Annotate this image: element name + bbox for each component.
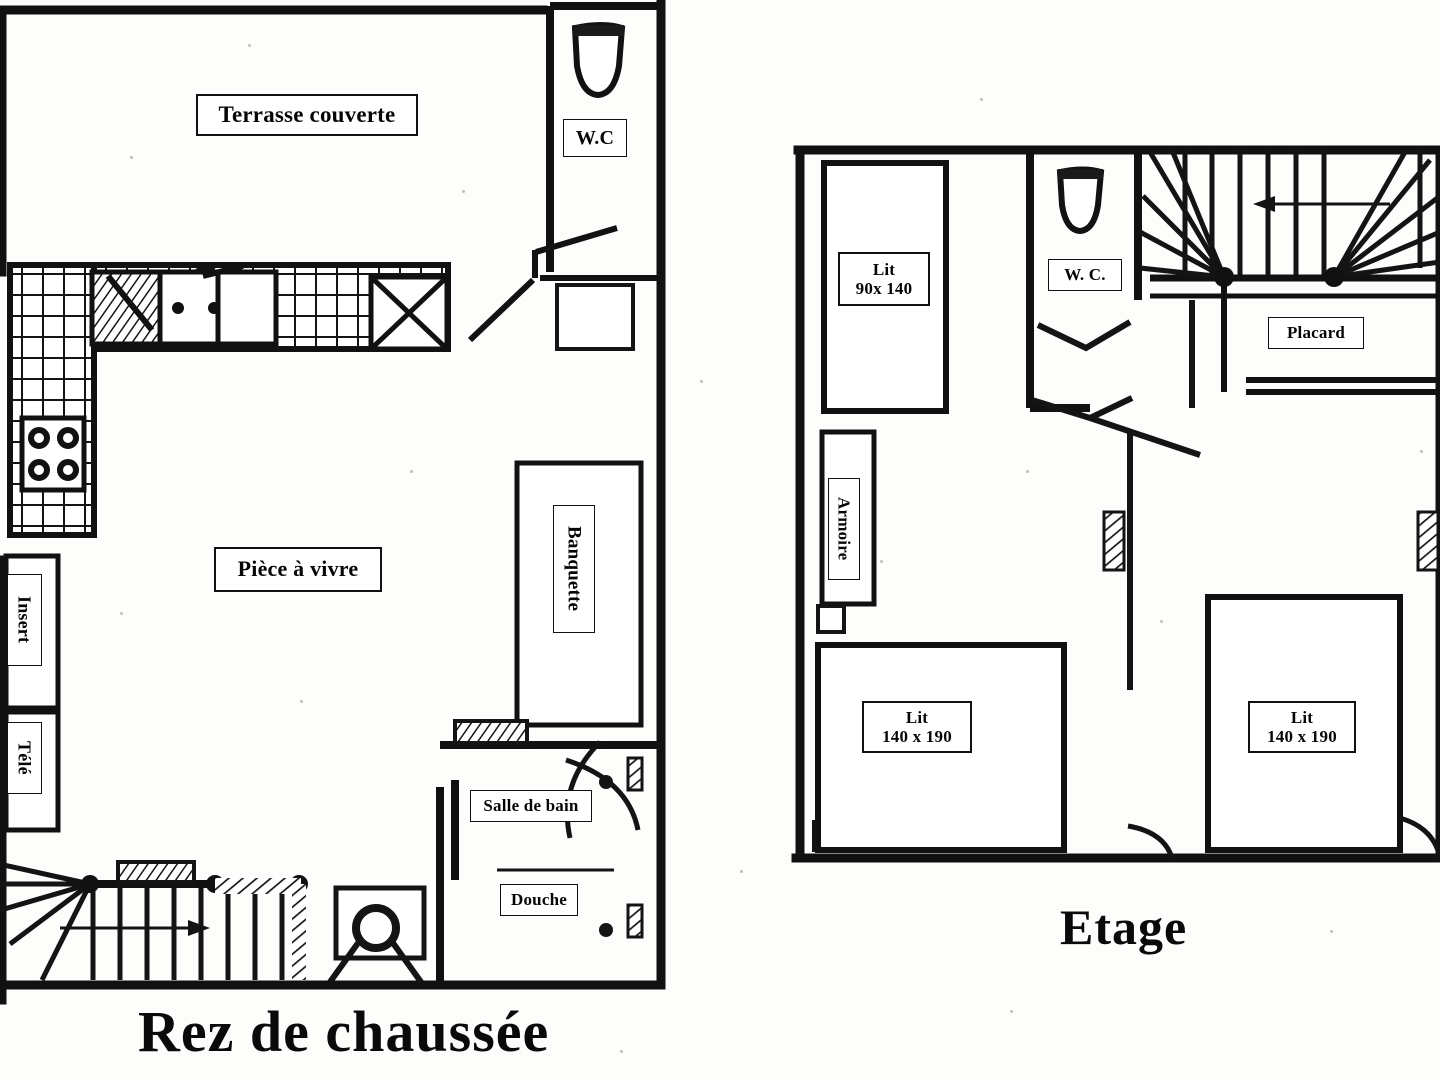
entrance-mat — [555, 283, 635, 351]
furniture-label-banquette: Banquette — [553, 505, 595, 633]
room-label-text: Terrasse couverte — [218, 102, 396, 128]
cooktop-drainer-icon — [89, 269, 167, 347]
ground-floor-wc-room — [546, 2, 661, 272]
furniture-label-line1: Lit — [872, 259, 896, 279]
furniture-label-text: Insert — [14, 596, 35, 644]
appliance-crossed-icon — [368, 274, 450, 352]
scan-grain — [1330, 930, 1333, 933]
furniture-label-armoire: Armoire — [828, 478, 860, 580]
scan-grain — [300, 700, 303, 703]
scan-grain — [740, 870, 743, 873]
scan-grain — [1420, 450, 1423, 453]
upper-floor-lower-doors — [1127, 815, 1440, 859]
kitchen-sink-icon — [157, 263, 279, 347]
washbasin-icon — [327, 885, 427, 984]
upper-floor-walls — [791, 145, 1440, 863]
room-label-placard: Placard — [1268, 317, 1364, 349]
room-label-text: W.C — [575, 126, 615, 149]
cooktop-four-burner-icon — [19, 415, 87, 493]
furniture-label-insert: Insert — [8, 574, 42, 666]
room-label-text: Salle de bain — [483, 796, 579, 816]
room-label-wc-ground: W.C — [563, 119, 627, 157]
bathtub-arc — [564, 740, 641, 839]
room-label-text: W. C. — [1064, 265, 1106, 285]
room-label-douche: Douche — [500, 884, 578, 916]
upper-floor-doors — [1031, 300, 1201, 690]
scan-grain — [462, 190, 465, 193]
bathroom-door-hinges — [599, 756, 644, 939]
ground-floor-walls — [0, 0, 666, 1005]
furniture-label-bed-single: Lit 90x 140 — [838, 252, 930, 306]
room-label-wc-upper: W. C. — [1048, 259, 1122, 291]
furniture-label-bed-double-right: Lit 140 x 190 — [1248, 701, 1356, 753]
kitchen-counter — [7, 262, 451, 538]
scan-grain — [410, 470, 413, 473]
furniture-label-line1: Lit — [905, 707, 929, 727]
room-label-text: Douche — [511, 890, 567, 910]
furniture-label-line2: 90x 140 — [855, 279, 913, 298]
upper-floor-title: Etage — [1060, 899, 1188, 955]
scan-grain — [130, 156, 133, 159]
scan-grain — [700, 380, 703, 383]
toilet-icon — [571, 22, 626, 99]
furniture-label-text: Télé — [14, 741, 35, 775]
staircase-winder-icon — [1138, 149, 1440, 299]
scan-grain — [880, 560, 883, 563]
furniture-label-tele: Télé — [8, 722, 42, 794]
scan-grain — [248, 44, 251, 47]
room-label-text: Pièce à vivre — [237, 556, 359, 582]
room-label-text: Placard — [1286, 323, 1346, 343]
furniture-label-text: Armoire — [834, 497, 854, 561]
furniture-label-bed-double-left: Lit 140 x 190 — [862, 701, 972, 753]
ground-floor-title: Rez de chaussée — [138, 999, 550, 1064]
placard-walls — [1221, 270, 1440, 395]
bed-double-right-frame — [1205, 594, 1403, 853]
furniture-label-line2: 140 x 190 — [882, 727, 952, 746]
scan-grain — [620, 1050, 623, 1053]
room-label-terrasse-couverte: Terrasse couverte — [196, 94, 418, 136]
scan-grain — [1160, 620, 1163, 623]
staircase-icon — [0, 860, 308, 982]
upper-right-window — [1416, 510, 1440, 572]
furniture-label-line2: 140 x 190 — [1267, 727, 1337, 746]
furniture-label-text: Banquette — [563, 526, 585, 612]
room-label-piece-a-vivre: Pièce à vivre — [214, 547, 382, 592]
scan-grain — [1026, 470, 1029, 473]
upper-left-window — [1102, 510, 1126, 572]
radiator-icon — [453, 719, 529, 745]
furniture-label-line1: Lit — [1290, 707, 1314, 727]
ground-floor-plan — [0, 0, 666, 1005]
scan-grain — [120, 612, 123, 615]
scan-grain — [980, 98, 983, 101]
room-label-salle-de-bain: Salle de bain — [470, 790, 592, 822]
scan-grain — [1010, 1010, 1013, 1013]
entrance-door — [467, 225, 661, 343]
toilet-icon-upper — [1056, 166, 1105, 235]
